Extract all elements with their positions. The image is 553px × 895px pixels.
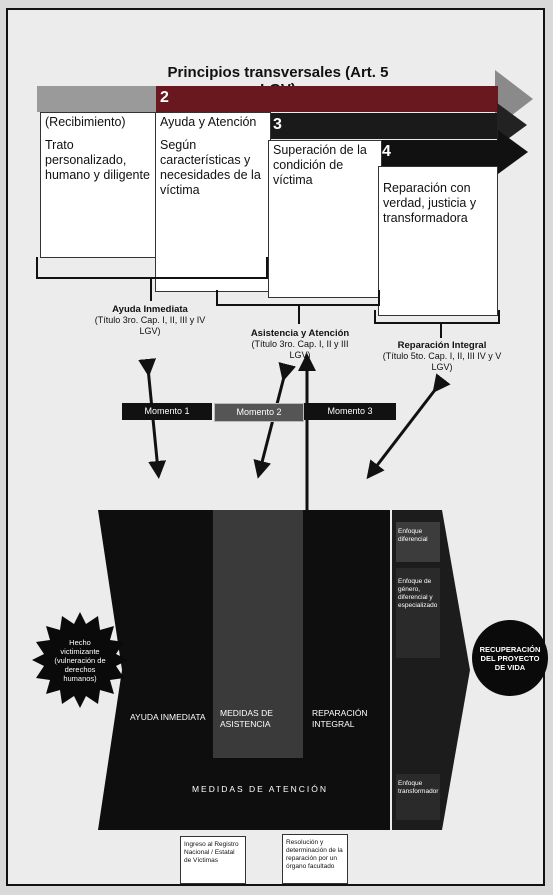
step-num-2: 2 [160, 89, 169, 106]
side-box-enfoque-1: Enfoque diferencial [398, 528, 428, 543]
group-title-reparacion: Reparación Integral [397, 340, 487, 351]
step-card-4: Reparación con verdad, justicia y transf… [378, 166, 498, 316]
group-label-ayuda: Ayuda Inmediata (Título 3ro. Cap. I, II,… [92, 304, 208, 337]
brace-ayuda [36, 257, 268, 279]
group-ref-ayuda: (Título 3ro. Cap. I, II, III y IV LGV) [94, 315, 206, 336]
step-card-3: Superación de la condición de víctima [268, 140, 382, 298]
group-title-ayuda: Ayuda Inmediata [112, 304, 188, 315]
step-num-3: 3 [273, 116, 282, 133]
brace-asistencia [216, 290, 380, 306]
column-ayuda-inmediata: AYUDA INMEDIATA [130, 712, 206, 722]
side-box-enfoque-3: Enfoque transformador [398, 780, 439, 795]
column-medidas-asistencia: MEDIDAS DE ASISTENCIA [220, 708, 273, 729]
starburst [32, 612, 128, 708]
brace-tick-asistencia [298, 306, 300, 324]
step-num-4: 4 [382, 143, 391, 160]
step-body-3: Superación de la condición de víctima [273, 143, 367, 187]
step-band-3: 3 [269, 113, 499, 139]
medidas-atencion-bar: MEDIDAS DE ATENCIÓN [191, 784, 329, 794]
recuperacion-circle: RECUPERACIÓN DEL PROYECTO DE VIDA [472, 620, 548, 696]
step-head-2: Ayuda y Atención [160, 115, 257, 129]
side-box-enfoque-2: Enfoque de género, diferencial y especia… [398, 578, 438, 609]
doc-resolucion: Resolución y determinación de la reparac… [282, 834, 348, 884]
momento-label-2: Momento 2 [214, 403, 304, 422]
step-band-2: 2 [156, 86, 498, 112]
step-body-4: Reparación con verdad, justicia y transf… [383, 181, 477, 225]
step-card-1: (Recibimiento) Trato personalizado, huma… [40, 112, 158, 258]
step-card-2: Ayuda y Atención Según características y… [155, 112, 271, 292]
arrow-momento-3 [366, 373, 451, 480]
column-reparacion-integral: REPARACIÓN INTEGRAL [312, 708, 368, 729]
step-body-1: Trato personalizado, humano y diligente [45, 138, 150, 182]
momento-label-1: Momento 1 [122, 403, 212, 420]
step-band-4: 4 [378, 140, 500, 166]
brace-tick-reparacion [440, 324, 442, 338]
hecho-victimizante-text: Hecho victimizante (vulneración de derec… [54, 637, 106, 683]
brace-tick-ayuda [150, 279, 152, 301]
momento-label-3: Momento 3 [304, 403, 396, 420]
brace-reparacion [374, 310, 500, 324]
step-body-2: Según características y necesidades de l… [160, 138, 261, 197]
arrow-head-band-4 [498, 130, 528, 174]
doc-registro-nacional: Ingreso al Registro Nacional / Estatal d… [180, 836, 246, 884]
group-ref-reparacion: (Título 5to. Cap. I, II, III IV y V LGV) [382, 351, 502, 372]
step-head-1: (Recibimiento) [45, 115, 126, 129]
group-label-reparacion: Reparación Integral (Título 5to. Cap. I,… [382, 340, 502, 373]
group-title-asistencia: Asistencia y Atención [250, 328, 350, 339]
